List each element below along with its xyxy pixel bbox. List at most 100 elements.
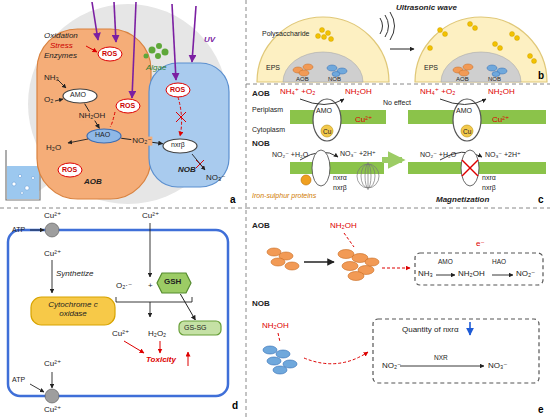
- text-label: NO₃⁻ +2H⁺: [485, 151, 521, 159]
- text-label: NO₂⁻ +H₂O: [272, 151, 308, 159]
- g-art: [300, 99, 486, 160]
- circle-art: [528, 54, 533, 59]
- text-label: AOB: [456, 76, 469, 83]
- pathway-box-outline: [414, 252, 544, 286]
- rect-mark: [373, 319, 539, 383]
- path-art: [150, 302, 151, 317]
- ellipse-art: [45, 223, 59, 237]
- circle-art: [438, 28, 443, 33]
- connector-arrow: [390, 49, 414, 50]
- rect-mark: [31, 297, 115, 325]
- text-label: NH₃: [44, 74, 59, 83]
- text-label: nxrβ: [171, 141, 185, 149]
- text-label: NOB: [488, 76, 501, 83]
- path-art: [390, 12, 395, 40]
- text-label: GSH: [164, 278, 181, 287]
- path-mark: [441, 52, 521, 82]
- line-art: [462, 160, 478, 176]
- text-label: ROS: [170, 86, 185, 94]
- g-art: [12, 174, 35, 194]
- nob-cell: NOB nxrβ: [148, 62, 230, 188]
- text-label: NH₂OH: [345, 88, 372, 97]
- g-art: [321, 125, 473, 137]
- ellipse-art: [267, 357, 281, 365]
- text-label: Oxidation: [44, 32, 78, 41]
- path-art: [385, 15, 389, 37]
- ellipse-mark: [163, 139, 197, 153]
- circle-art: [28, 4, 228, 204]
- text-label: NH₂OH: [488, 88, 515, 97]
- line-art: [160, 341, 161, 353]
- circle-art: [18, 174, 21, 177]
- text-label: c: [538, 194, 544, 205]
- text-label: e⁻: [476, 240, 485, 249]
- text-label: UV: [204, 36, 215, 45]
- ellipse-art: [45, 389, 59, 403]
- text-label: NH₂OH: [262, 322, 289, 331]
- ellipse-art: [342, 262, 358, 271]
- circle-art: [149, 47, 156, 54]
- gsh-shape: GSH: [156, 272, 192, 294]
- text-label: Cu²⁺: [355, 116, 372, 125]
- text-label: Cu²⁺: [492, 116, 509, 125]
- rect-art: [8, 230, 228, 396]
- line-art: [246, 84, 550, 85]
- circle-art: [326, 31, 331, 36]
- edge-label: NH₂OH: [78, 112, 107, 121]
- ellipse-mark: [63, 89, 97, 103]
- line-art: [188, 352, 189, 366]
- ellipse-art: [332, 72, 340, 77]
- ellipse-art: [263, 346, 277, 354]
- line-art: [52, 260, 53, 293]
- enzyme-blob: Cytochrome c oxidase: [30, 296, 116, 326]
- text-label: Cu²⁺: [44, 360, 61, 369]
- ellipse-art: [338, 250, 354, 259]
- line-art: [368, 162, 369, 190]
- line-art: [304, 261, 334, 263]
- pathway-box: Quantity of nxrαNO₂⁻NXRNO₃⁻: [372, 318, 540, 384]
- text-label: ROS: [120, 102, 135, 110]
- circle-art: [515, 36, 520, 41]
- text-label: Cu: [323, 128, 331, 135]
- circle-art: [25, 186, 29, 190]
- text-label: nxrα: [333, 174, 347, 182]
- text-label: HAO: [95, 131, 110, 139]
- ellipse-art: [492, 72, 500, 77]
- text-label: AOB: [296, 76, 309, 83]
- circle-art: [461, 125, 473, 137]
- rect-mark: [37, 29, 151, 199]
- text-label: NOB: [252, 140, 270, 149]
- text-label: a: [230, 194, 236, 205]
- circle-art: [322, 35, 327, 40]
- text-label: AOB: [252, 90, 270, 99]
- line-art: [400, 366, 484, 367]
- line-art: [192, 6, 196, 62]
- text-label: Quantity of nxrα: [402, 326, 459, 335]
- text-label: ROS: [62, 166, 77, 174]
- eps-dome: PolysaccharideEPS: [256, 16, 390, 82]
- ellipse-art: [487, 65, 497, 71]
- text-label: NH₄⁺ +O₂: [420, 88, 455, 97]
- ellipse-art: [116, 99, 140, 113]
- text-label: EPS: [266, 64, 280, 72]
- line-art: [30, 230, 44, 231]
- ellipse-mark: [453, 99, 481, 141]
- text-label: NOB: [178, 166, 196, 175]
- g-art: [124, 341, 188, 366]
- text-label: Cu²⁺: [142, 212, 159, 221]
- text-label: NOB: [252, 300, 270, 309]
- text-label: NO₃⁻: [206, 174, 225, 183]
- text-label: e: [538, 404, 544, 415]
- text-label: H₂O: [46, 144, 61, 153]
- circle-art: [321, 125, 333, 137]
- text-label: AMO: [316, 107, 332, 115]
- text-label: +: [148, 282, 153, 291]
- text-label: AMO: [438, 258, 453, 265]
- text-label: Cu²⁺: [44, 250, 61, 259]
- text-label: nxrβ: [333, 184, 347, 192]
- line-art: [246, 208, 550, 209]
- text-label: HAO: [492, 258, 506, 265]
- text-label: NOB: [328, 76, 341, 83]
